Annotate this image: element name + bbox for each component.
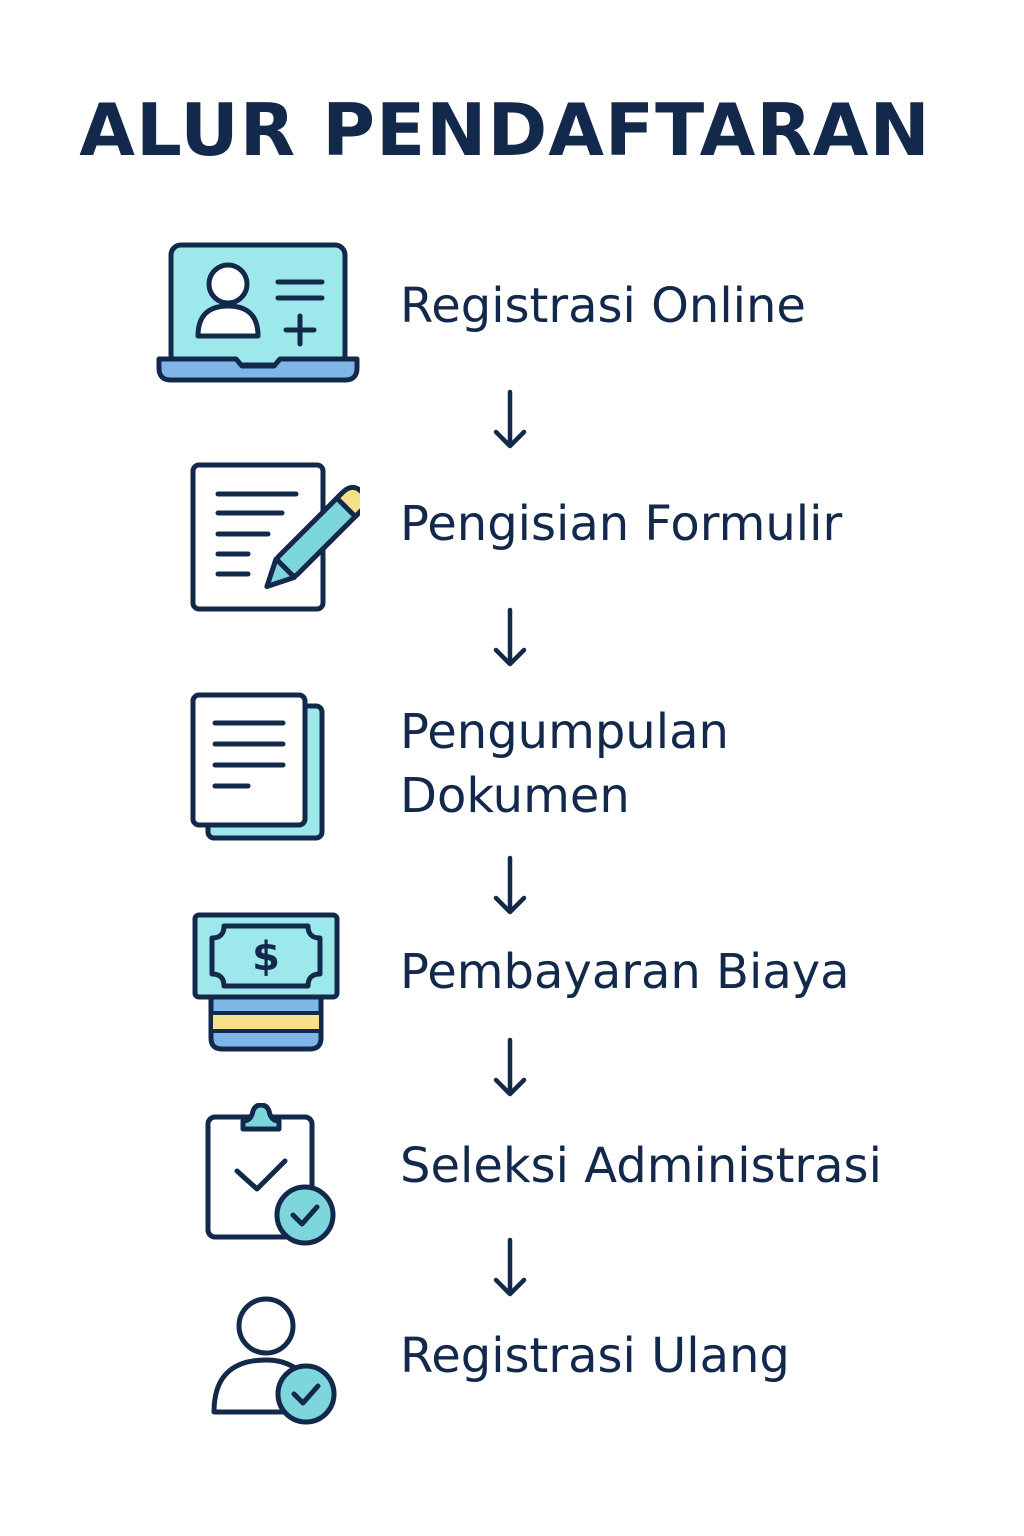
- down-arrow-icon: [490, 606, 530, 670]
- step-label-seleksi-administrasi: Seleksi Administrasi: [400, 1138, 882, 1194]
- step-label-pembayaran-biaya: Pembayaran Biaya: [400, 944, 850, 1000]
- step-label-line-2: Dokumen: [400, 768, 630, 824]
- step-label-line-1: Pengumpulan: [400, 704, 729, 760]
- clipboard-check-icon: [205, 1103, 340, 1248]
- page-title: ALUR PENDAFTARAN: [79, 88, 931, 172]
- step-label-pengumpulan-dokumen: Pengumpulan Dokumen: [400, 700, 729, 828]
- down-arrow-icon: [490, 1236, 530, 1300]
- step-label-pengisian-formulir: Pengisian Formulir: [400, 496, 843, 552]
- documents-stack-icon: [190, 692, 330, 844]
- down-arrow-icon: [490, 1036, 530, 1100]
- user-check-icon: [210, 1296, 340, 1426]
- down-arrow-icon: [490, 388, 530, 452]
- down-arrow-icon: [490, 854, 530, 918]
- form-pencil-icon: [190, 462, 360, 614]
- step-label-registrasi-online: Registrasi Online: [400, 278, 806, 334]
- money-bill-card-icon: $: [192, 912, 342, 1054]
- svg-text:$: $: [252, 934, 280, 980]
- laptop-profile-add-icon: [156, 242, 360, 384]
- step-label-registrasi-ulang: Registrasi Ulang: [400, 1328, 790, 1384]
